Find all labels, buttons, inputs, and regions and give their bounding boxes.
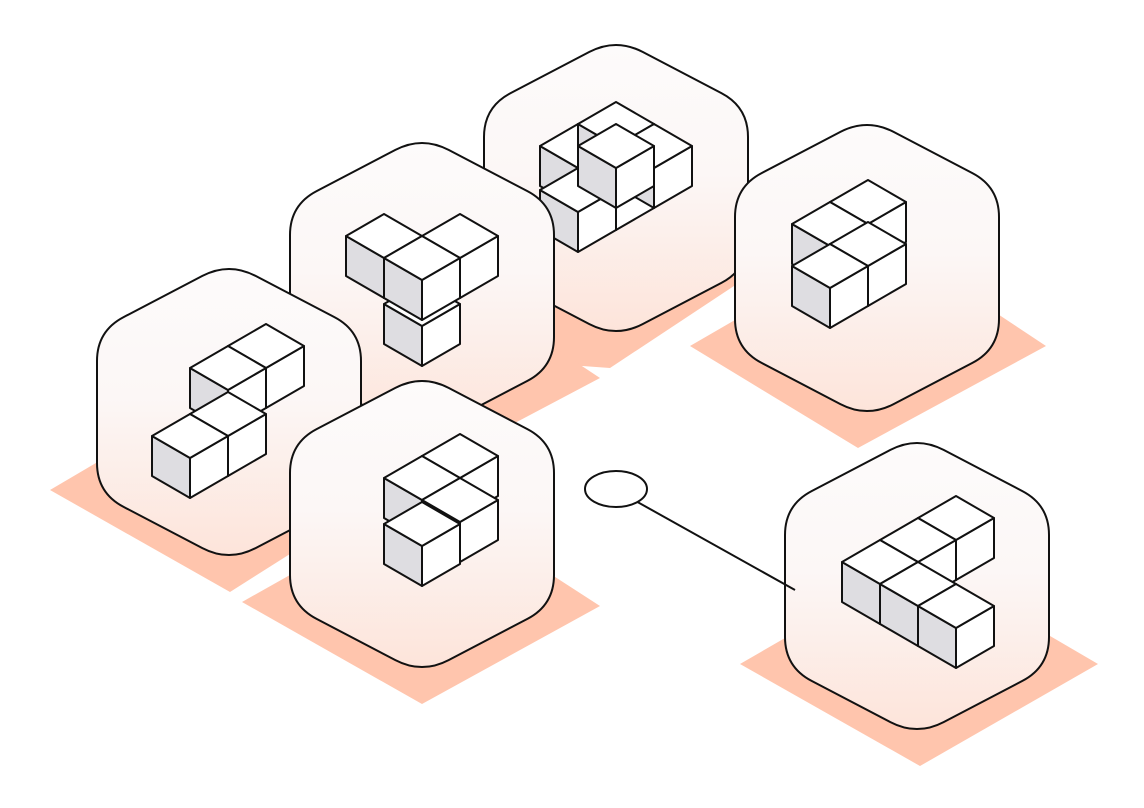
tile-top-center <box>483 43 749 333</box>
cube-top-face <box>577 123 655 169</box>
cube <box>577 123 655 209</box>
tile-top-center-blocks <box>539 101 693 253</box>
cube-top-face <box>383 235 461 281</box>
cube <box>791 243 869 329</box>
tile-center-blocks <box>383 433 499 587</box>
cube <box>151 413 229 499</box>
tile-right <box>734 123 1000 413</box>
connector-layer <box>584 470 796 591</box>
cube <box>383 501 461 587</box>
cube <box>383 235 461 321</box>
cube <box>917 583 995 669</box>
tile-bottom-right <box>784 441 1050 731</box>
cube-top-face <box>189 345 267 391</box>
tile-layer <box>96 43 1050 731</box>
cube-top-face <box>917 583 995 629</box>
cube-top-face <box>421 477 499 523</box>
node-ellipse <box>584 470 648 508</box>
tile-center-left-blocks <box>345 213 499 367</box>
tile-bottom-right-blocks <box>841 495 995 669</box>
tile-right-blocks <box>791 179 907 329</box>
connector-line <box>615 489 796 591</box>
tile-center <box>289 379 555 669</box>
cube-top-face <box>383 501 461 547</box>
cube-top-face <box>791 243 869 289</box>
tile-left-blocks <box>151 323 305 499</box>
cube-top-face <box>151 413 229 459</box>
